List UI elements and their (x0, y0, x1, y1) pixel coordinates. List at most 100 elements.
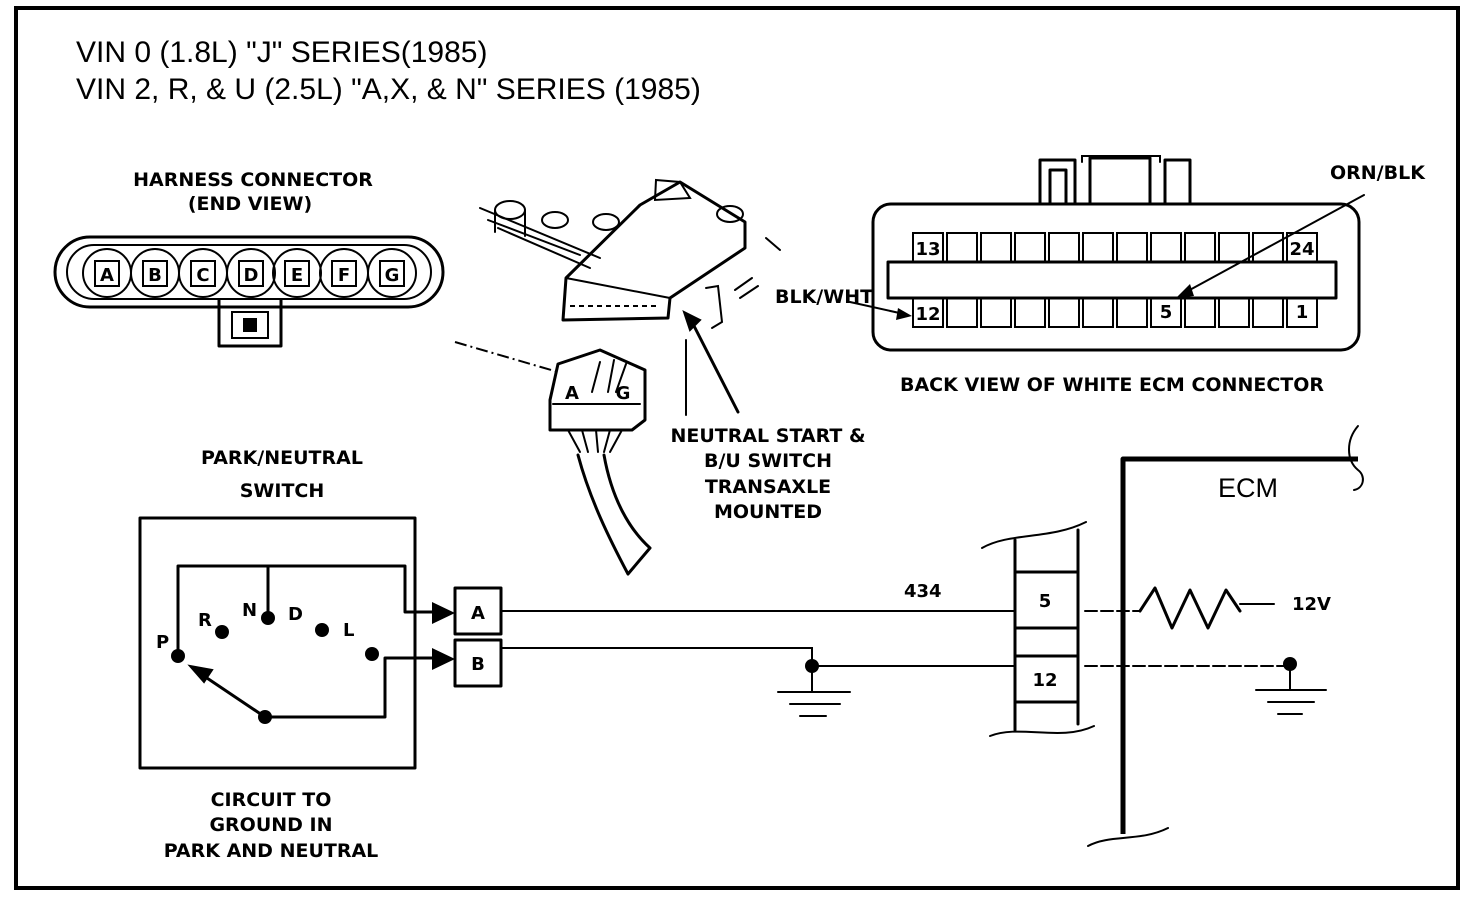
switch-arrow-up-head (682, 310, 702, 332)
plug-cable-wires (567, 429, 623, 453)
ecm-cavity (1286, 232, 1318, 263)
ecm-tab-center (1088, 156, 1152, 206)
ecm-cavity (1014, 232, 1046, 263)
harness-pin-box-g (379, 260, 405, 287)
ecm-housing (871, 202, 1361, 352)
ecm-cavity (1286, 297, 1318, 328)
ecm-cavity (1184, 232, 1216, 263)
harness-cell-g (367, 248, 417, 298)
switch-arrow-up (690, 320, 740, 414)
harness-pin-box-a (94, 260, 120, 287)
harness-connector: HARNESS CONNECTOR (END VIEW) A B C D E F… (53, 169, 445, 348)
switch-stud-2 (541, 211, 569, 229)
switch-stud-1-body (494, 209, 526, 237)
harness-pin-c: C (196, 265, 209, 286)
harness-latch-inner (231, 311, 269, 339)
ecm-cavity (912, 232, 944, 263)
switch-label-3: TRANSAXLE (705, 476, 831, 498)
ecm-cavity (1150, 232, 1182, 263)
harness-pin-e: E (291, 265, 303, 286)
ecm-cavity (1218, 232, 1250, 263)
ecm-cavity (1082, 232, 1114, 263)
ecm-pin-12: 12 (915, 304, 940, 325)
position-p: P (156, 632, 169, 653)
ecm-break-bottom (1087, 827, 1169, 847)
ecm-inline-top-break (981, 521, 1087, 549)
harness-pin-d: D (244, 265, 259, 286)
ecm-tab-left (1038, 158, 1077, 206)
terminal-b-label: B (471, 654, 485, 675)
switch-arm-head (187, 664, 214, 684)
ecm-cavity (946, 297, 978, 328)
ecm-bottom-row (912, 297, 1318, 328)
switch-hatch (734, 237, 781, 299)
harness-pin-box-d (238, 260, 264, 287)
harness-pin-box-c (190, 260, 216, 287)
switch-output-wire (263, 656, 434, 719)
plug-latch (591, 359, 627, 393)
ecm-cavity (1116, 297, 1148, 328)
switch-label-2: B/U SWITCH (704, 450, 832, 472)
ecm-tab-center-top (1081, 155, 1161, 163)
ecm-inline-pin-5-box (1013, 570, 1080, 630)
harness-pin-box-b (142, 260, 168, 287)
contact-n (261, 611, 275, 625)
switch-stud-4 (716, 205, 744, 223)
harness-pin-b: B (148, 265, 162, 286)
terminal-b-box (453, 638, 503, 688)
blk-wht-label: BLK/WHT (775, 286, 873, 308)
position-n: N (242, 600, 257, 621)
title-line-1: VIN 0 (1.8L) "J" SERIES(1985) (76, 36, 487, 69)
terminal-b-arrowhead (432, 648, 455, 670)
ecm-cavity (1048, 297, 1080, 328)
park-neutral-switch: PARK/NEUTRAL SWITCH P R N D L A B CIRCUI… (138, 447, 503, 862)
contact-d (315, 623, 329, 637)
switch-label-4: MOUNTED (714, 501, 822, 523)
ecm-outline (1120, 456, 1358, 834)
blk-wht-arrowhead (896, 308, 912, 320)
contact-r (215, 625, 229, 639)
ecm-inline-connector: 5 12 (981, 521, 1095, 737)
switch-bracket-lines (479, 207, 601, 269)
page-border (14, 6, 1460, 890)
ecm-cavity (1116, 232, 1148, 263)
switch-body (561, 180, 747, 322)
switch-label-1: NEUTRAL START & (670, 425, 865, 447)
ecm-cavity (946, 232, 978, 263)
neutral-start-switch-sketch: A G NEUTRAL START & B/U SWITCH TRANSAXLE… (454, 178, 866, 576)
harness-connector-label-1: HARNESS CONNECTOR (133, 169, 373, 191)
switch-body-edge (565, 277, 671, 299)
ecm-pin-24: 24 (1289, 239, 1314, 260)
position-l: L (343, 620, 354, 641)
ecm-inline-pin-12-box (1013, 654, 1080, 704)
harness-body-outer (53, 235, 445, 309)
ecm-pin-1: 1 (1296, 302, 1309, 323)
ecm-cavity (1252, 232, 1284, 263)
ecm-cavity (1218, 297, 1250, 328)
circuit-label-1: CIRCUIT TO (211, 789, 332, 811)
plug-body (548, 348, 647, 432)
title-line-2: VIN 2, R, & U (2.5L) "A,X, & N" SERIES (… (76, 73, 701, 106)
plug-pin-a: A (565, 383, 579, 404)
ecm-pin-5: 5 (1160, 302, 1173, 323)
ecm-cavity (1014, 297, 1046, 328)
ecm-inline-pin-12: 12 (1032, 670, 1057, 691)
ecm-pin-13: 13 (915, 239, 940, 260)
contact-l (365, 647, 379, 661)
circuit-label-3: PARK AND NEUTRAL (164, 840, 379, 862)
ecm-inline-body (1013, 528, 1080, 732)
ecm-tab-right (1163, 158, 1192, 206)
harness-pin-f: F (338, 265, 350, 286)
ecm-center-bar (886, 260, 1338, 300)
plug-pin-g: G (616, 383, 631, 404)
ecm-inline-pin-5: 5 (1039, 591, 1052, 612)
orn-blk-arrowhead (1176, 284, 1194, 298)
harness-pin-a: A (100, 265, 114, 286)
position-r: R (198, 610, 212, 631)
ecm-cavity (980, 232, 1012, 263)
orn-blk-leader (1185, 194, 1365, 293)
position-d: D (288, 604, 303, 625)
ecm-top-row (912, 232, 1318, 263)
blk-wht-leader (849, 301, 905, 315)
